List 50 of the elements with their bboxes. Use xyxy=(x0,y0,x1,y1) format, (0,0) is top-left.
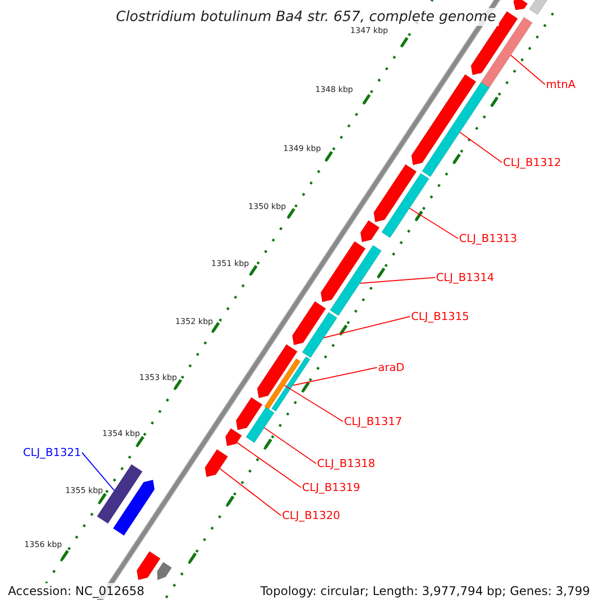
leader-line xyxy=(284,384,344,422)
gene-label: CLJ_B1319 xyxy=(302,481,360,494)
gene-bar xyxy=(330,244,382,316)
gene-label: CLJ_B1315 xyxy=(411,310,470,323)
leader-line xyxy=(510,54,546,85)
leader-line xyxy=(219,468,282,516)
leader-line xyxy=(82,452,115,491)
gene-feature xyxy=(513,0,528,10)
gene-label: mtnA xyxy=(546,78,576,91)
gene-label: CLJ_B1321 xyxy=(23,446,82,459)
gene-label: CLJ_B1312 xyxy=(503,156,562,169)
gene-feature xyxy=(225,428,242,446)
tick-label: 1354 kbp xyxy=(102,429,140,439)
leader-line xyxy=(459,132,502,163)
leader-line xyxy=(264,427,316,464)
tick-label: 1349 kbp xyxy=(283,144,321,154)
tick-label: 1352 kbp xyxy=(175,317,213,327)
tick-label: 1348 kbp xyxy=(315,85,353,95)
gene-label: CLJ_B1320 xyxy=(282,509,340,522)
gene-feature xyxy=(236,396,263,430)
tick-label: 1353 kbp xyxy=(139,373,177,383)
gene-bar xyxy=(302,312,338,358)
tick-label: 1355 kbp xyxy=(65,486,103,496)
gene-label: CLJ_B1314 xyxy=(436,271,494,284)
gene-feature xyxy=(411,74,476,166)
gene-feature xyxy=(320,240,366,302)
gene-bar xyxy=(422,82,490,178)
gene-label: CLJ_B1318 xyxy=(317,457,376,470)
gene-bar xyxy=(246,406,275,444)
gene-feature xyxy=(256,344,298,398)
leader-line xyxy=(236,442,302,488)
leader-line xyxy=(409,208,458,239)
tick-label: 1347 kbp xyxy=(350,26,388,36)
gene-feature xyxy=(156,562,172,580)
gene-feature xyxy=(204,448,228,478)
tick-label: 1351 kbp xyxy=(211,259,249,269)
gene-feature xyxy=(373,164,417,222)
gene-feature xyxy=(292,300,326,346)
tick-label: 1356 kbp xyxy=(24,540,62,550)
gene-bar xyxy=(271,356,311,412)
gene-label: araD xyxy=(378,361,404,374)
gene-feature xyxy=(112,480,155,536)
leader-line xyxy=(292,367,378,386)
gene-bar xyxy=(381,172,430,238)
tick-label: 1350 kbp xyxy=(248,202,286,212)
leader-line xyxy=(323,316,410,338)
gene-feature xyxy=(136,550,161,580)
gene-label: CLJ_B1313 xyxy=(459,232,518,245)
gene-label: CLJ_B1317 xyxy=(344,415,402,428)
gene-bar xyxy=(264,358,301,410)
